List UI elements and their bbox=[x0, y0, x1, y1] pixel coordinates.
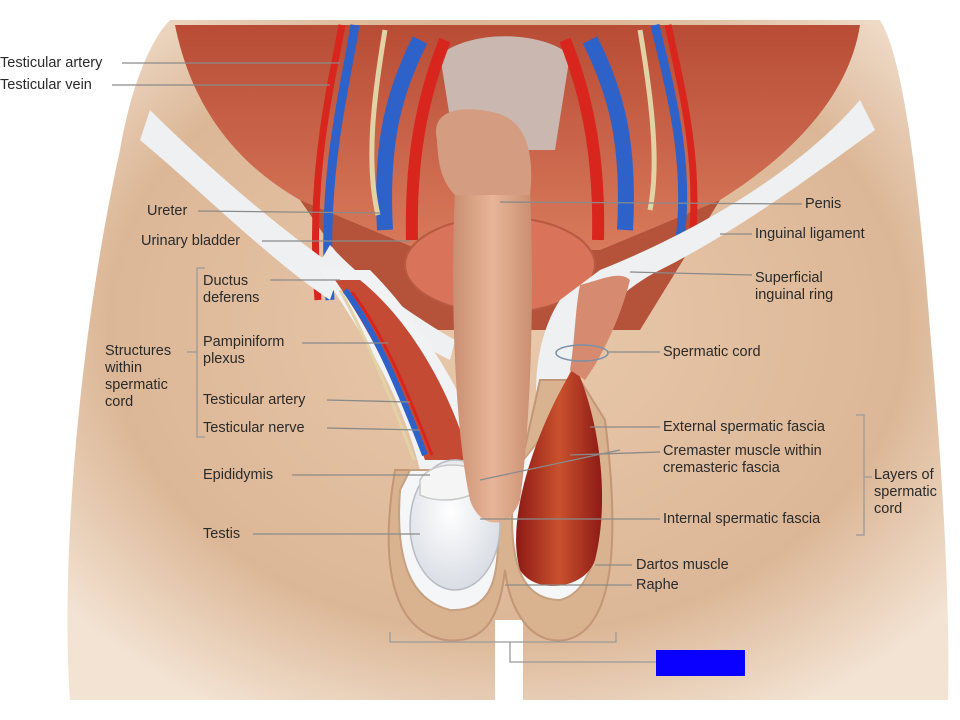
label-cremaster-muscle: Cremaster muscle within cremasteric fasc… bbox=[663, 443, 822, 476]
label-urinary-bladder: Urinary bladder bbox=[141, 233, 241, 249]
spermatic-cord-right bbox=[570, 275, 630, 380]
label-testicular-artery: Testicular artery bbox=[203, 392, 306, 408]
label-testis: Testis bbox=[203, 526, 241, 542]
label-superficial-inguinal-ring: Superficial inguinal ring bbox=[755, 270, 834, 303]
label-pampiniform-plexus: Pampiniform plexus bbox=[203, 334, 285, 367]
label-epididymis: Epididymis bbox=[203, 467, 274, 483]
label-dartos-muscle: Dartos muscle bbox=[636, 557, 729, 573]
brackets bbox=[187, 267, 872, 663]
left-spermatic-cord bbox=[320, 270, 490, 470]
label-ductus-deferens: Ductus deferens bbox=[203, 273, 260, 306]
spermatic-cord-ring bbox=[555, 344, 609, 362]
label-testicular-nerve: Testicular nerve bbox=[203, 420, 305, 436]
answer-box bbox=[656, 650, 745, 676]
label-testicular-artery-top: Testicular artery bbox=[0, 55, 103, 71]
label-penis: Penis bbox=[805, 196, 842, 212]
label-raphe: Raphe bbox=[636, 577, 679, 593]
label-spermatic-cord: Spermatic cord bbox=[663, 344, 761, 360]
cremaster-muscle bbox=[516, 365, 603, 587]
label-testicular-vein: Testicular vein bbox=[0, 77, 92, 93]
label-external-spermatic-fascia: External spermatic fascia bbox=[663, 419, 825, 435]
label-ureter: Ureter bbox=[147, 203, 188, 219]
penis bbox=[435, 109, 532, 523]
label-layers-of-cord: Layers of spermatic cord bbox=[874, 467, 937, 517]
label-structures-within-cord: Structures within spermatic cord bbox=[105, 343, 172, 410]
label-inguinal-ligament: Inguinal ligament bbox=[755, 226, 865, 242]
leader-lines bbox=[112, 62, 803, 586]
label-internal-spermatic-fascia: Internal spermatic fascia bbox=[663, 511, 821, 527]
